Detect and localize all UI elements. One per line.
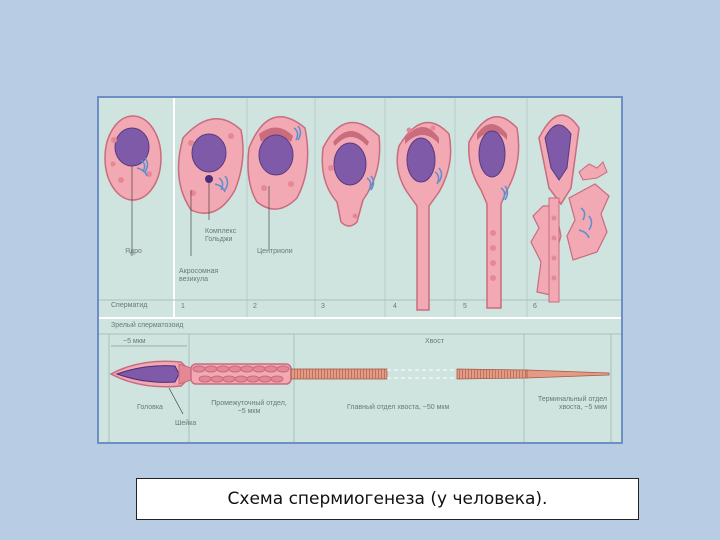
stage-number-1: 1 xyxy=(181,303,185,310)
figure-drawing xyxy=(99,98,621,442)
stage-number-6: 6 xyxy=(533,303,537,310)
stage-number-3: 3 xyxy=(321,303,325,310)
label-neck: Шейка xyxy=(175,420,197,427)
stage-number-4: 4 xyxy=(393,303,397,310)
figure-caption: Схема спермиогенеза (у человека). xyxy=(136,478,639,520)
cell-stage-5 xyxy=(468,116,520,309)
cell-stage-2 xyxy=(247,116,309,250)
label-acrosomal-vesicle: Акросомная везикула xyxy=(179,268,219,283)
label-golgi: Комплекс Гольджи xyxy=(205,228,237,243)
spermiogenesis-figure: Ядро Комплекс Гольджи Акросомная везикул… xyxy=(97,96,623,444)
label-principal-piece: Главный отдел хвоста, ~50 мкм xyxy=(347,404,450,411)
stage-number-2: 2 xyxy=(253,303,257,310)
cell-stage-4 xyxy=(396,121,452,311)
cell-stage-6 xyxy=(530,114,610,303)
label-tail: Хвост xyxy=(425,338,444,345)
mature-sperm xyxy=(109,345,610,415)
label-spermatid: Сперматид xyxy=(111,302,148,309)
label-midpiece: Промежуточный отдел, ~5 мкм xyxy=(211,400,287,415)
label-head: Головка xyxy=(137,404,163,411)
label-mature-sperm: Зрелый сперматозоид xyxy=(111,322,184,329)
cell-stage-3 xyxy=(321,121,381,227)
label-head-length: ~5 мкм xyxy=(123,338,146,345)
stage-dividers xyxy=(173,98,528,318)
cell-stage-1 xyxy=(177,117,244,256)
cell-spermatid xyxy=(104,115,162,256)
label-end-piece: Терминальный отдел хвоста, ~5 мкм xyxy=(537,396,607,411)
stage-number-5: 5 xyxy=(463,303,467,310)
label-nucleus: Ядро xyxy=(125,248,142,255)
label-centriole: Центриоли xyxy=(257,248,293,255)
